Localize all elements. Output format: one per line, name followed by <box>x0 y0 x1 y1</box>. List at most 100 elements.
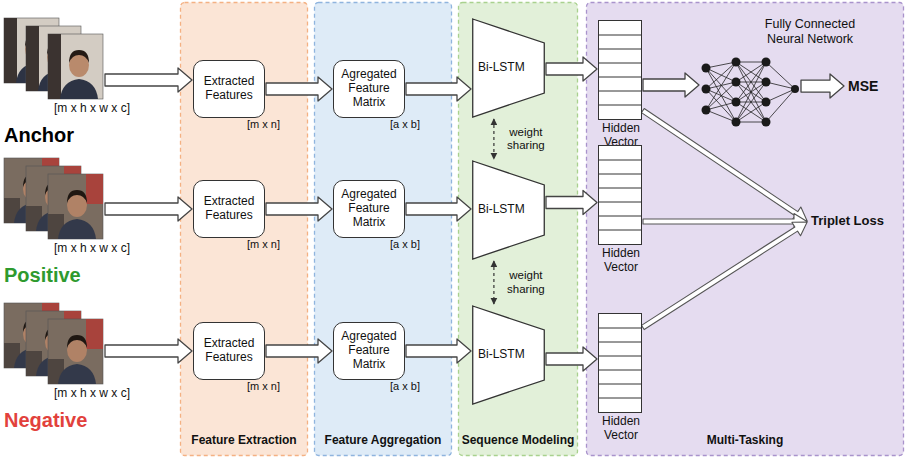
box-label: Extracted Features <box>198 75 260 103</box>
illustration-part <box>732 118 741 127</box>
cell-divider <box>599 342 641 343</box>
dimension-label: [m x h x w x c] <box>54 102 130 116</box>
illustration-part <box>732 78 741 87</box>
stage-panel: Feature ExtractionExtracted Features[m x… <box>180 2 308 456</box>
illustration-part <box>702 85 711 94</box>
illustration-part <box>766 89 795 102</box>
vector-label: Hidden Vector <box>589 415 653 443</box>
illustration-part <box>702 106 711 115</box>
text-slot: [a x b] <box>390 238 420 251</box>
process-box: Agregated Feature Matrix[a x b] <box>333 322 405 380</box>
text-slot: Agregated Feature Matrix <box>334 181 404 237</box>
text-slot: [m x h x w x c] <box>54 102 130 116</box>
hidden-vector: Hidden Vector <box>598 313 642 413</box>
dimension-label: [m x h x w x c] <box>54 242 130 256</box>
illustration-part <box>736 102 766 122</box>
text-slot: Agregated Feature Matrix <box>334 323 404 379</box>
illustration-part <box>706 68 736 122</box>
illustration-part <box>736 62 766 122</box>
illustration-part <box>732 98 741 107</box>
loss-output: Triplet Loss <box>808 212 887 231</box>
vector-cells <box>599 314 641 412</box>
cell-divider <box>599 370 641 371</box>
stage-heading: Feature Extraction <box>191 434 296 448</box>
panel-ground <box>587 3 904 456</box>
weight-sharing-link <box>493 261 494 304</box>
stage-panel: Multi-TaskingHidden VectorHidden VectorH… <box>586 2 904 456</box>
text-slot: [m x h x w x c] <box>54 242 130 256</box>
text-slot: MSE <box>845 76 881 96</box>
dimension-label: [a x b] <box>390 238 420 251</box>
illustration-part <box>48 319 103 384</box>
bilstm-encoder: Bi-LSTM <box>472 305 545 405</box>
flow-arrow <box>801 74 844 98</box>
illustration-part <box>762 78 771 87</box>
trapezoid-shape <box>473 306 545 404</box>
text-slot: Bi-LSTM <box>472 305 545 405</box>
flow-arrow <box>406 339 471 363</box>
cell-divider <box>599 230 641 231</box>
image-stack: [m x h x w x c]Negative <box>4 303 104 385</box>
flow-arrow <box>105 68 192 92</box>
neural-network: Fully Connected Neural Network <box>700 50 800 128</box>
box-label: Agregated Feature Matrix <box>338 188 400 229</box>
illustration-part <box>706 62 736 110</box>
cell-divider <box>599 398 641 399</box>
flow-arrow <box>105 197 192 221</box>
flow-arrow <box>643 213 807 229</box>
dimension-label: [a x b] <box>390 118 420 131</box>
stage-heading: Feature Aggregation <box>325 434 442 448</box>
dimension-label: [m x n] <box>247 118 280 131</box>
loss-output: MSE <box>845 76 881 96</box>
text-slot: Negative <box>4 409 87 432</box>
cell-divider <box>599 356 641 357</box>
weight-sharing-link <box>493 119 494 159</box>
image-stack: [m x h x w x c]Positive <box>4 158 104 240</box>
illustration-part <box>48 34 103 99</box>
cell-divider <box>599 91 641 92</box>
flow-arrow <box>266 339 332 363</box>
text-slot: Fully Connected Neural Network <box>758 17 862 46</box>
encoder-label: Bi-LSTM <box>478 61 525 75</box>
cell-divider <box>599 160 641 161</box>
cell-divider <box>599 174 641 175</box>
network-label: Fully Connected Neural Network <box>758 17 862 46</box>
bilstm-encoder: Bi-LSTM <box>472 160 545 260</box>
text-slot: Anchor <box>4 124 74 147</box>
box-label: Extracted Features <box>198 337 260 365</box>
flow-arrow <box>546 347 597 371</box>
process-box: Agregated Feature Matrix[a x b] <box>333 60 405 118</box>
hidden-vector: Hidden Vector <box>598 145 642 245</box>
flow-arrow <box>641 108 807 220</box>
illustration-part <box>736 62 766 122</box>
encoder-label: Bi-LSTM <box>478 348 525 362</box>
text-slot: Triplet Loss <box>808 212 887 231</box>
box-label: Agregated Feature Matrix <box>338 68 400 109</box>
stage-panel: Sequence ModelingBi-LSTMBi-LSTMBi-LSTM <box>458 2 578 456</box>
flow-arrow <box>406 197 471 221</box>
stage-panel: Feature Aggregation Agregated Feature Mat… <box>314 2 452 456</box>
network-figure <box>706 62 795 122</box>
text-slot: Agregated Feature Matrix <box>334 61 404 117</box>
dimension-label: [m x n] <box>247 238 280 251</box>
vector-cells <box>599 146 641 244</box>
cell-divider <box>599 63 641 64</box>
process-box: Agregated Feature Matrix[a x b] <box>333 180 405 238</box>
process-box: Extracted Features[m x n] <box>193 322 265 380</box>
vector-cells <box>599 21 641 119</box>
anchor-photos <box>4 18 103 99</box>
text-slot: [a x b] <box>390 380 420 393</box>
hidden-vector: Hidden Vector <box>598 20 642 120</box>
flow-arrow <box>266 197 332 221</box>
network-neurons <box>702 58 800 127</box>
box-label: Extracted Features <box>198 195 260 223</box>
illustration-part <box>766 89 795 122</box>
illustration-part <box>762 98 771 107</box>
illustration-part <box>706 62 736 89</box>
illustration-part <box>736 62 766 82</box>
text-slot: Bi-LSTM <box>472 18 545 118</box>
panel-ground <box>181 3 308 456</box>
